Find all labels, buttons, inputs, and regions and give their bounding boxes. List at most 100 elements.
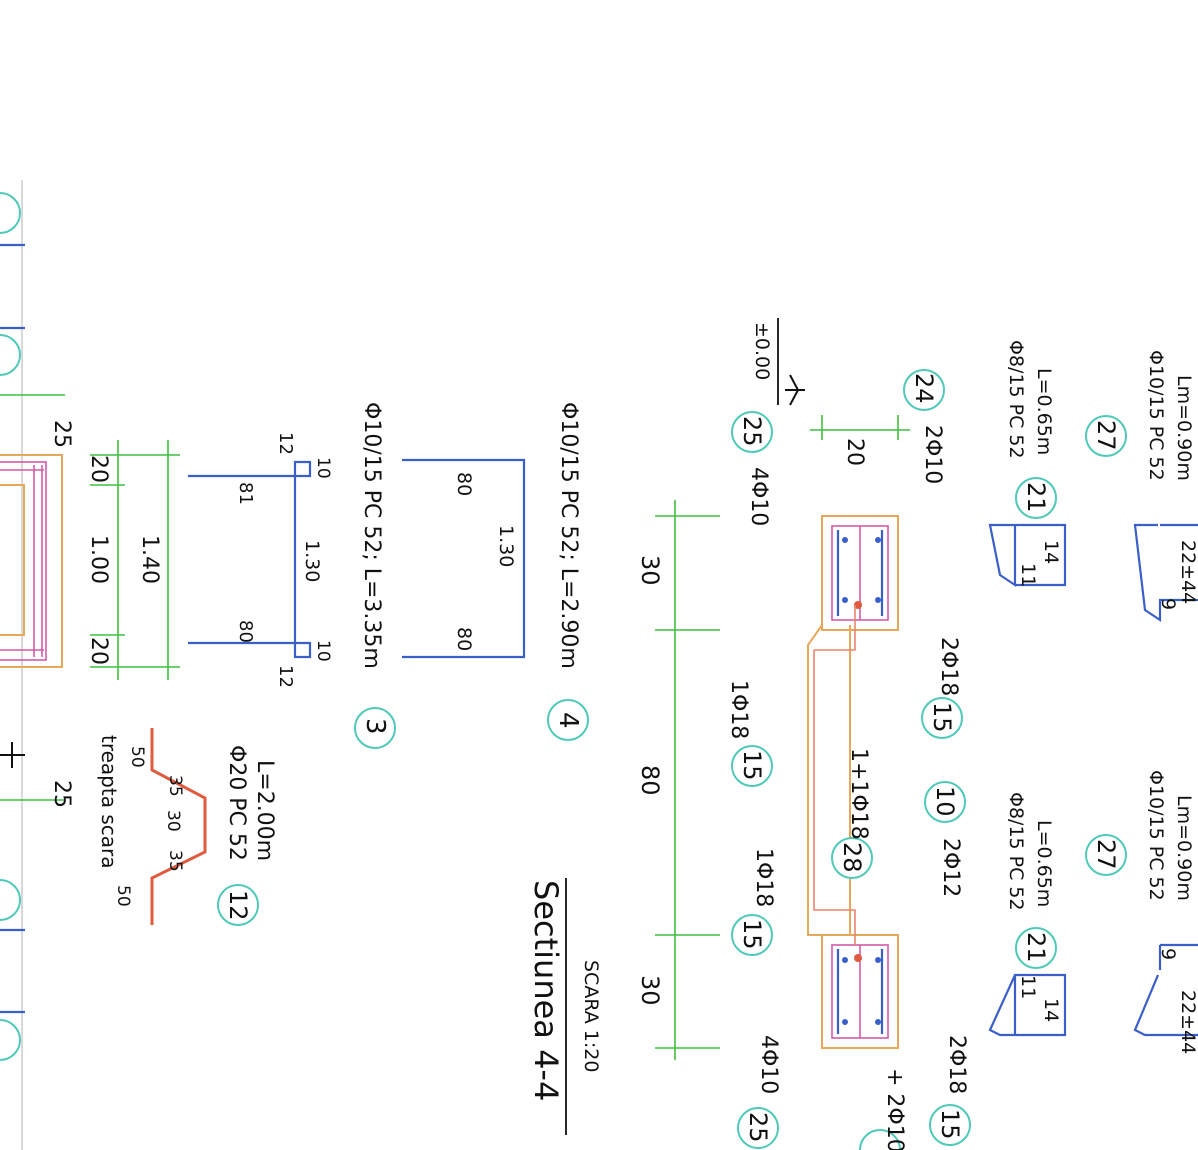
bar-25-number: 25 [744, 1112, 772, 1143]
callout-24: 24 2Φ10 [903, 369, 945, 484]
callout-10: 10 2Φ12 [924, 781, 966, 897]
bar-3-dim-12b: 12 [275, 665, 296, 688]
bar-24b-text: + 2Φ10 [882, 1068, 907, 1150]
rebar-dot [842, 537, 848, 543]
bar-12-title: treapta scara [97, 735, 121, 869]
stirrup-27-dim-22: 22±44 [1177, 990, 1198, 1054]
bar-25-text: 4Φ10 [756, 1035, 781, 1094]
slab-rebar [813, 650, 856, 945]
stirrup-21-number: 21 [1022, 482, 1050, 513]
stirrup-27-shape [1133, 523, 1198, 623]
bar-4-body [402, 458, 526, 659]
section-scale: SCARA 1:20 [580, 960, 602, 1072]
bar-4-spec: Φ10/15 PC 52; L=2.90m [556, 402, 581, 669]
rebar-dot [842, 597, 848, 603]
stirrup-21-spec-2: L=0.65m [1033, 368, 1055, 455]
bar-12-number: 12 [224, 890, 252, 921]
bar-3-number: 3 [360, 718, 390, 735]
stirrup-21-bottom: 14 11 21 Φ8/15 PC 52 L=0.65m [988, 792, 1067, 1037]
bar-3-dim-12a: 12 [275, 432, 296, 455]
bar-10-bubble [924, 781, 966, 823]
dim-20-b: 20 [86, 637, 111, 665]
dim-140: 1.40 [137, 535, 162, 584]
bar-28-number: 28 [838, 842, 866, 873]
stirrup-27-dim-9: 9 [1157, 948, 1179, 960]
bar-3-bottom-leg [188, 641, 312, 659]
bar-25-bubble [731, 411, 773, 453]
stirrup-27-spec-1: Φ10/15 PC 52 [1145, 770, 1167, 901]
stirrup-21-spec-2: L=0.65m [1033, 820, 1055, 907]
stirrup-27-spec-2: Lm=0.90m [1173, 795, 1195, 901]
rebar-dot [875, 537, 881, 543]
axis-bubble [0, 1019, 21, 1061]
bar-12-spec-1: Φ20 PC 52 [224, 745, 249, 861]
bar-4-number: 4 [553, 712, 583, 729]
bar-12-dim-35b: 35 [165, 850, 185, 872]
stirrup-21-top: 14 11 21 Φ8/15 PC 52 L=0.65m [988, 340, 1067, 588]
bar-12-spec-2: L=2.00m [252, 760, 277, 861]
bar-3-dim-81: 81 [235, 482, 256, 505]
bar-24-number: 24 [910, 373, 938, 404]
dim-25-top: 25 [49, 420, 74, 448]
rebar-dot [875, 597, 881, 603]
stirrup-27-bubble [1085, 834, 1127, 876]
callout-15b: 15 1Φ18 [731, 848, 776, 956]
bar-15-bubble [731, 914, 773, 956]
stirrup-21-shape [988, 523, 1067, 588]
slab-outline [807, 624, 823, 936]
stirrup-21-dim-11: 11 [1017, 563, 1039, 587]
stirrup-27-number: 27 [1092, 839, 1120, 870]
callout-15c: 15 2Φ18 [921, 637, 963, 739]
stirrup-27-bubble [1085, 415, 1127, 457]
bar-10-number: 10 [931, 786, 959, 817]
bar-12-dim-35a: 35 [165, 775, 185, 797]
bar-4-shape: 80 1.30 80 [402, 458, 526, 659]
bar-24-bubble [859, 1129, 901, 1150]
bar-15-number: 15 [738, 919, 766, 950]
stirrup-27-number: 27 [1092, 420, 1120, 451]
stirrup-27-spec-2: Lm=0.90m [1173, 375, 1195, 481]
dim-20-a: 20 [86, 455, 111, 483]
bar-10-text: 2Φ12 [938, 838, 963, 897]
rebar-dot-red [854, 601, 862, 609]
callout-15a: 15 1Φ18 [726, 680, 773, 787]
axis-bubbles [0, 192, 25, 1061]
bar-12-dim-30: 30 [163, 810, 183, 832]
bar-3-dim-10a: 10 [313, 457, 333, 479]
rebar-dot [842, 1019, 848, 1025]
main-section [807, 515, 899, 1049]
bar-4-dim-80a: 80 [453, 472, 475, 496]
dim-30-a: 30 [636, 555, 664, 586]
rebar-dot [875, 1019, 881, 1025]
beam-bottom-outline [821, 934, 899, 1049]
left-section: 25 25 [0, 394, 74, 808]
dim-100: 1.00 [86, 535, 111, 584]
bar-3-shape: 12 81 10 1.30 80 10 12 [188, 432, 333, 688]
callout-24b: + 2Φ10 [859, 1068, 907, 1150]
bar-3-dim-10b: 10 [313, 640, 333, 662]
bar-25-bubble [737, 1107, 779, 1149]
bar-25-text: 4Φ10 [746, 467, 771, 526]
stirrup-21-shape [988, 973, 1067, 1037]
bar-4-dim-130: 1.30 [495, 525, 517, 567]
bar-12-dim-50b: 50 [113, 885, 133, 907]
callout-28: 28 1+1Φ18 [831, 748, 873, 879]
bar-15-number: 15 [738, 750, 766, 781]
axis-bubble [0, 879, 21, 921]
stirrup-21-spec-1: Φ8/15 PC 52 [1005, 340, 1027, 459]
level-marker: ±0.00 20 [751, 318, 910, 466]
bar-15-text: 1Φ18 [726, 680, 751, 739]
bar-4-bubble [547, 699, 589, 741]
level-value: ±0.00 [751, 322, 773, 380]
stirrup-27-top: 9 22±44 27 Φ10/15 PC 52 Lm=0.90m [1085, 350, 1198, 623]
stirrup-27-bottom: 9 22±44 27 Φ10/15 PC 52 Lm=0.90m [1085, 770, 1198, 1054]
bar-3-spec: Φ10/15 PC 52; L=3.35m [359, 402, 384, 669]
stirrup-21-bubble [1015, 927, 1057, 969]
bar-28-bubble [831, 837, 873, 879]
stirrup-27-shape [1133, 974, 1198, 1037]
stirrup-21-dim-14: 14 [1040, 998, 1062, 1022]
bar-12-dim-50a: 50 [127, 746, 147, 768]
bar-4-label: 4 Φ10/15 PC 52; L=2.90m [547, 402, 589, 741]
callout-25a: 25 4Φ10 [731, 411, 773, 526]
dim-25-bottom: 25 [49, 780, 74, 808]
